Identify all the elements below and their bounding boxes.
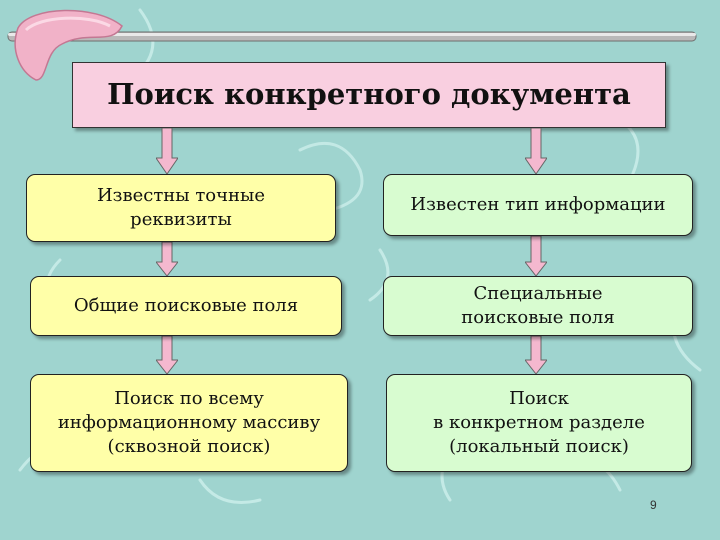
title-box: Поиск конкретного документа (72, 62, 666, 128)
special-search-fields-box: Специальные поисковые поля (383, 276, 693, 336)
arrow-left-1-to-2 (156, 242, 178, 276)
info-type-known-box: Известен тип информации (383, 174, 693, 236)
arrow-title-to-right (525, 128, 547, 174)
arrow-right-2-to-3 (525, 336, 547, 374)
boomerang-logo (14, 9, 123, 81)
page-number: 9 (650, 498, 657, 512)
local-search-box: Поиск в конкретном разделе (локальный по… (386, 374, 692, 472)
known-requisites-box: Известны точные реквизиты (26, 174, 336, 242)
common-search-fields-box: Общие поисковые поля (30, 276, 342, 336)
full-array-search-box: Поиск по всему информационному массиву (… (30, 374, 348, 472)
arrow-title-to-left (156, 128, 178, 174)
arrow-right-1-to-2 (525, 236, 547, 276)
arrow-left-2-to-3 (156, 336, 178, 374)
